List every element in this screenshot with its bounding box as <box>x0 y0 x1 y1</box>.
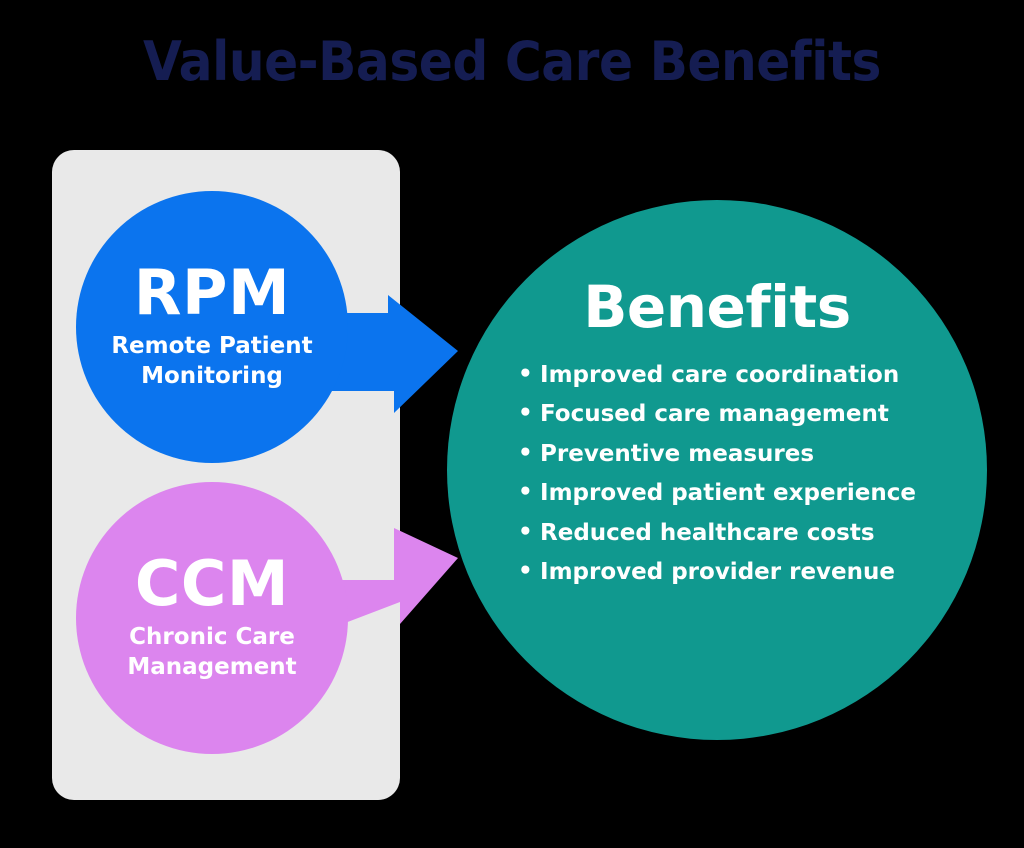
list-item: Reduced healthcare costs <box>518 519 916 546</box>
benefits-heading: Benefits <box>583 273 851 341</box>
service-abbr-ccm: CCM <box>134 547 290 621</box>
benefits-circle[interactable]: Benefits Improved care coordination Focu… <box>447 200 987 740</box>
service-description-rpm: Remote Patient Monitoring <box>111 333 313 389</box>
service-description-ccm: Chronic Care Management <box>127 624 297 680</box>
list-item: Improved care coordination <box>518 361 916 388</box>
list-item: Preventive measures <box>518 440 916 467</box>
page-title: Value-Based Care Benefits <box>143 30 881 93</box>
service-abbr-rpm: RPM <box>133 256 291 330</box>
service-circle-ccm[interactable]: CCM Chronic Care Management <box>76 482 348 754</box>
service-circle-rpm[interactable]: RPM Remote Patient Monitoring <box>76 191 348 463</box>
list-item: Focused care management <box>518 400 916 427</box>
list-item: Improved patient experience <box>518 479 916 506</box>
benefits-list: Improved care coordination Focused care … <box>518 361 916 599</box>
list-item: Improved provider revenue <box>518 558 916 585</box>
